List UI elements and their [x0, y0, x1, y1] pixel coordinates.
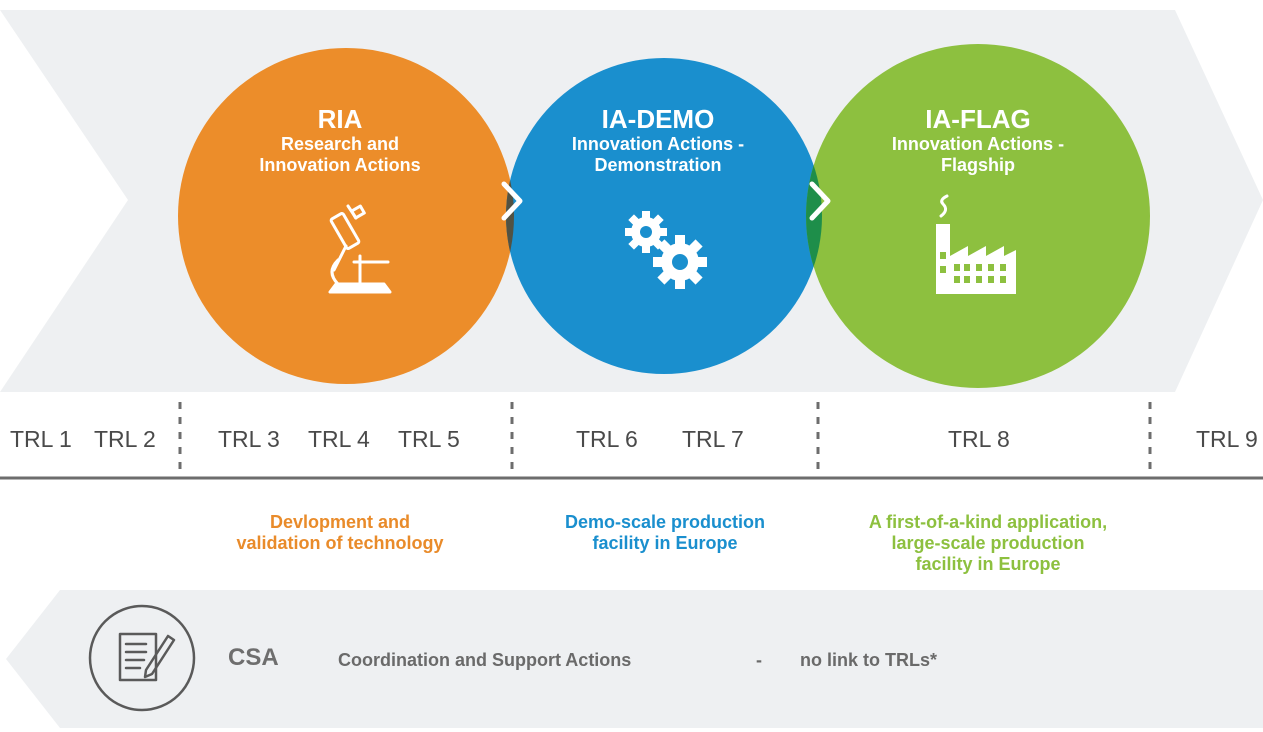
- document-icon: [88, 604, 196, 712]
- ia-flag-description: A first-of-a-kind application, large-sca…: [808, 512, 1168, 575]
- ia-demo-description-line1: Demo-scale production: [564, 512, 766, 532]
- ria-label-block: RIA Research and Innovation Actions: [190, 104, 490, 176]
- factory-icon: [936, 194, 1016, 294]
- ia-demo-circle: [506, 58, 822, 374]
- gears-icon: [625, 211, 707, 289]
- trl-label: TRL 5: [398, 426, 460, 452]
- trl-label: TRL 1: [10, 426, 72, 452]
- ria-title-line1: Research and: [280, 134, 400, 154]
- trl-label: TRL 9: [1196, 426, 1258, 452]
- ia-demo-description: Demo-scale production facility in Europe: [520, 512, 810, 554]
- ia-demo-title-line1: Innovation Actions -: [571, 134, 745, 154]
- ia-flag-code: IA-FLAG: [925, 104, 1031, 134]
- chevron-right-icon: [501, 181, 523, 221]
- csa-separator: -: [756, 650, 762, 670]
- ia-flag-description-line3: facility in Europe: [915, 554, 1061, 574]
- trl-label: TRL 2: [94, 426, 156, 452]
- csa-note: no link to TRLs*: [800, 650, 937, 670]
- microscope-icon: [328, 204, 392, 294]
- csa-arrow-band: [6, 590, 1263, 728]
- ria-description: Devlopment and validation of technology: [180, 512, 500, 554]
- ia-flag-label-block: IA-FLAG Innovation Actions - Flagship: [828, 104, 1128, 176]
- trl-label: TRL 4: [308, 426, 370, 452]
- csa-code: CSA: [228, 644, 279, 671]
- ia-demo-title-line2: Demonstration: [594, 155, 722, 175]
- ia-flag-title-line2: Flagship: [940, 155, 1015, 175]
- chevron-right-icon: [809, 181, 831, 221]
- ia-demo-label-block: IA-DEMO Innovation Actions - Demonstrati…: [508, 104, 808, 176]
- ria-description-line1: Devlopment and: [269, 512, 411, 532]
- trl-label: TRL 3: [218, 426, 280, 452]
- trl-label: TRL 6: [576, 426, 638, 452]
- trl-label: TRL 8: [948, 426, 1010, 452]
- csa-label: Coordination and Support Actions: [338, 650, 632, 670]
- ria-code: RIA: [317, 104, 363, 134]
- ia-flag-title-line1: Innovation Actions -: [891, 134, 1065, 154]
- ia-flag-description-line1: A first-of-a-kind application,: [868, 512, 1108, 532]
- ria-title-line2: Innovation Actions: [259, 155, 421, 175]
- ria-description-line2: validation of technology: [236, 533, 444, 553]
- ia-demo-code: IA-DEMO: [601, 104, 715, 134]
- ia-flag-circle: [806, 44, 1150, 388]
- ia-flag-description-line2: large-scale production: [891, 533, 1085, 553]
- trl-label: TRL 7: [682, 426, 744, 452]
- ia-demo-description-line2: facility in Europe: [592, 533, 738, 553]
